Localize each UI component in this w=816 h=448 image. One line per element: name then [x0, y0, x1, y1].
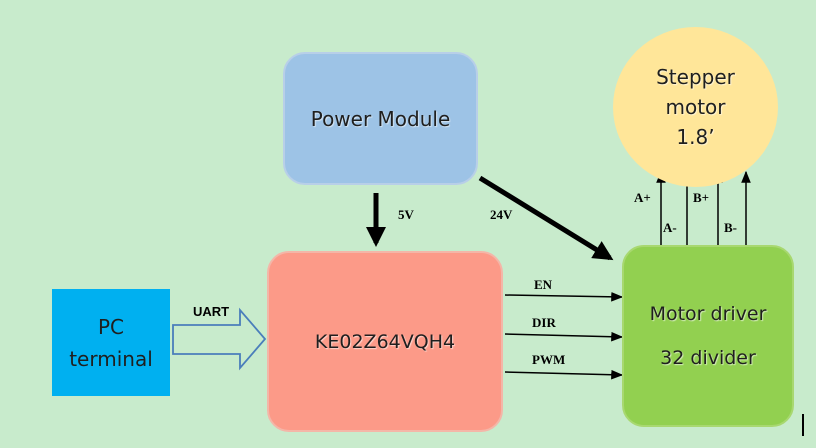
motor-driver-block: Motor driver 32 divider — [622, 245, 794, 427]
driver-label-line-1: Motor driver — [649, 303, 767, 325]
pc-terminal-block: PC terminal — [52, 289, 170, 396]
pc-label-line-2: terminal — [69, 346, 153, 371]
driver-label-line-2: 32 divider — [660, 347, 756, 369]
label-5v: 5V — [398, 207, 414, 222]
label-a-plus: A+ — [634, 190, 651, 205]
mcu-block: KE02Z64VQH4 — [267, 251, 503, 432]
text-cursor-mark — [802, 414, 804, 436]
stepper-label-line-3: 1.8’ — [676, 125, 715, 149]
stepper-label-line-1: Stepper — [656, 65, 735, 89]
label-en: EN — [534, 277, 553, 292]
power-module-label: Power Module — [310, 106, 451, 131]
wire-24v — [478, 175, 614, 261]
label-pwm: PWM — [532, 352, 566, 367]
label-24v: 24V — [490, 207, 513, 222]
label-a-minus: A- — [663, 220, 677, 235]
wire-en — [504, 292, 624, 302]
stepper-label-line-2: motor — [665, 95, 726, 119]
power-module-block: Power Module — [283, 52, 478, 185]
pc-label-line-1: PC — [97, 314, 125, 339]
uart-label: UART — [193, 304, 230, 319]
label-b-plus: B+ — [693, 190, 710, 205]
mcu-label: KE02Z64VQH4 — [314, 330, 456, 353]
label-b-minus: B- — [724, 220, 737, 235]
wire-dir — [504, 331, 624, 342]
uart-arrow — [172, 307, 267, 371]
label-dir: DIR — [532, 315, 556, 330]
wire-pwm — [504, 369, 624, 380]
stepper-motor-block: Stepper motor 1.8’ — [613, 27, 778, 187]
